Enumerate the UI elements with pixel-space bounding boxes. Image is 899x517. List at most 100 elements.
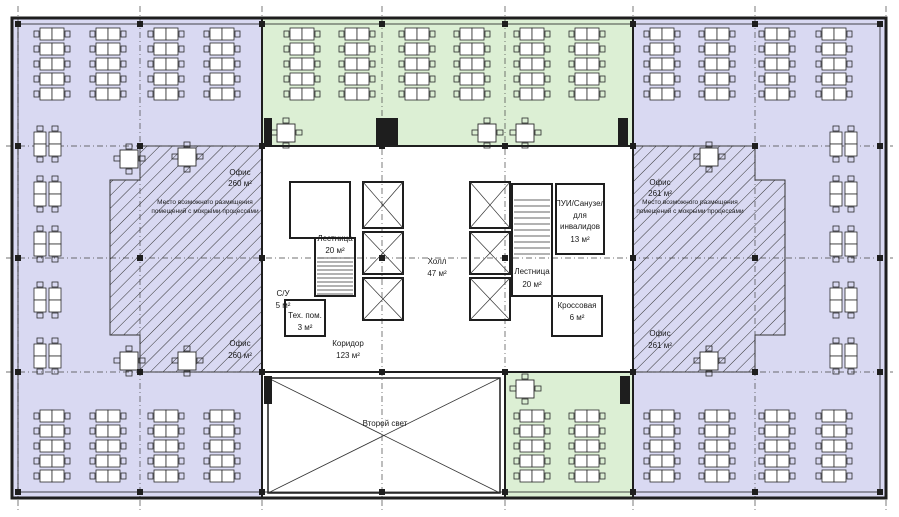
chair <box>196 153 204 160</box>
column <box>752 143 758 149</box>
chair <box>568 442 575 450</box>
chair <box>568 45 575 53</box>
desk <box>531 409 545 423</box>
desk <box>48 243 62 257</box>
chair <box>789 412 796 420</box>
desk <box>209 424 223 438</box>
chair <box>599 75 606 83</box>
desk-cluster <box>513 409 551 483</box>
desk <box>829 231 843 245</box>
desk <box>51 424 65 438</box>
desk-cluster <box>698 409 736 483</box>
utility-area: 3 м² <box>298 323 313 332</box>
column <box>259 489 265 495</box>
chair <box>369 45 376 53</box>
desk-cluster <box>203 409 241 483</box>
meeting-table <box>113 345 146 377</box>
chair <box>698 45 705 53</box>
desk <box>39 72 53 86</box>
desk <box>821 439 835 453</box>
desk-cluster <box>815 409 853 483</box>
chair <box>120 90 127 98</box>
chair <box>484 45 491 53</box>
chair <box>643 472 650 480</box>
desk <box>661 454 675 468</box>
chair <box>815 60 822 68</box>
desk <box>776 454 790 468</box>
table <box>119 351 139 371</box>
column <box>877 143 883 149</box>
desk <box>829 299 843 313</box>
chair <box>729 90 736 98</box>
desk <box>165 57 179 71</box>
chair <box>369 75 376 83</box>
chair <box>674 427 681 435</box>
chair <box>847 225 855 232</box>
desk <box>107 424 121 438</box>
chair <box>36 125 44 132</box>
chair <box>314 30 321 38</box>
column <box>379 21 385 27</box>
chair <box>544 45 551 53</box>
chair <box>64 90 71 98</box>
desk <box>661 27 675 41</box>
desk <box>716 27 730 41</box>
chair <box>674 412 681 420</box>
chair <box>599 472 606 480</box>
desk <box>829 343 843 357</box>
chair <box>815 75 822 83</box>
desk <box>764 469 778 483</box>
hall-area: 47 м² <box>427 269 447 278</box>
desk <box>704 469 718 483</box>
desk <box>107 57 121 71</box>
chair <box>758 442 765 450</box>
desk <box>776 469 790 483</box>
chair <box>674 75 681 83</box>
chair <box>674 472 681 480</box>
desk <box>829 193 843 207</box>
desk <box>107 439 121 453</box>
desk <box>519 424 533 438</box>
chair <box>147 45 154 53</box>
desk <box>833 87 847 101</box>
chair <box>846 60 853 68</box>
desk <box>844 231 858 245</box>
chair <box>693 357 701 364</box>
curtain-wall-segments <box>264 118 630 404</box>
column <box>630 21 636 27</box>
desk <box>107 42 121 56</box>
desk <box>833 454 847 468</box>
desk <box>289 27 303 41</box>
desk <box>33 343 47 357</box>
chair <box>429 30 436 38</box>
desk <box>833 409 847 423</box>
meeting-table <box>509 373 542 405</box>
chair <box>89 427 96 435</box>
desk <box>107 72 121 86</box>
chair <box>832 312 840 319</box>
desk-cluster <box>33 125 62 163</box>
column <box>877 255 883 261</box>
table <box>699 351 719 371</box>
chair <box>33 412 40 420</box>
chair <box>338 75 345 83</box>
desk <box>39 439 53 453</box>
chair <box>125 345 133 352</box>
desk <box>95 439 109 453</box>
desk <box>221 424 235 438</box>
chair <box>758 457 765 465</box>
chair <box>643 45 650 53</box>
mullion-band <box>264 376 272 404</box>
desk <box>649 42 663 56</box>
column <box>379 489 385 495</box>
meeting-table <box>471 117 504 149</box>
chair <box>234 457 241 465</box>
chair <box>178 45 185 53</box>
desk-cluster <box>698 27 736 101</box>
desk <box>95 42 109 56</box>
chair <box>568 75 575 83</box>
desk <box>586 409 600 423</box>
atrium-name: Второй свет <box>363 419 408 428</box>
desk <box>764 454 778 468</box>
desk <box>531 424 545 438</box>
